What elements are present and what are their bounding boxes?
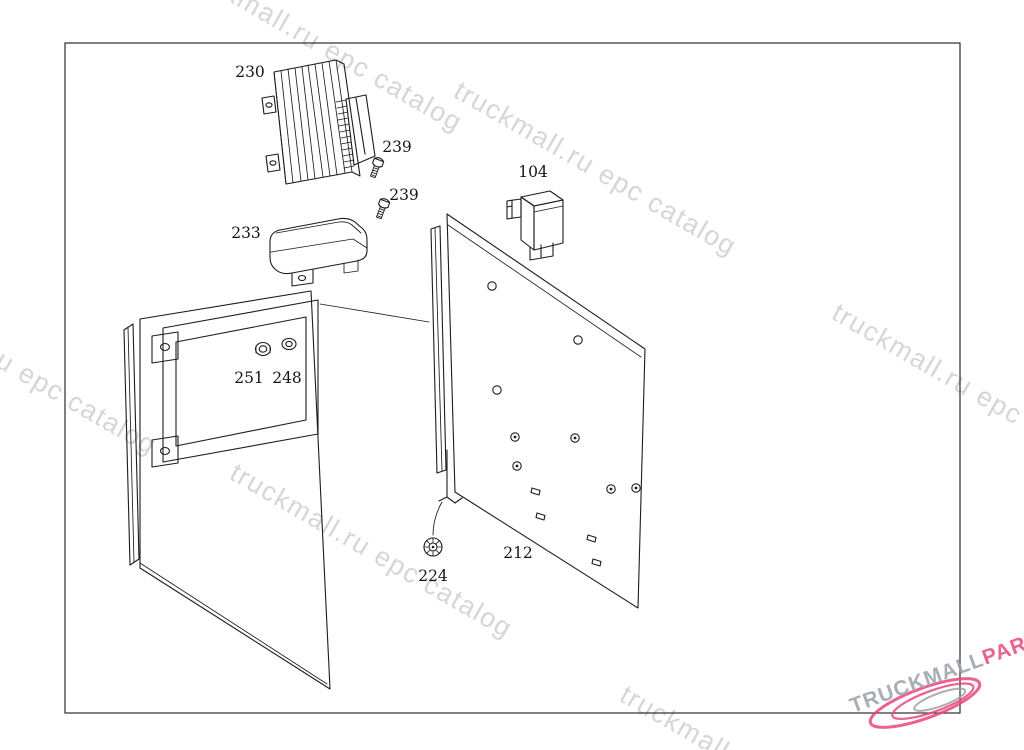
part-239-screw-lower bbox=[376, 198, 391, 220]
module-seam bbox=[270, 238, 368, 253]
alignment-leader-line bbox=[319, 303, 430, 323]
part-label-212: 212 bbox=[503, 544, 533, 562]
part-label-104: 104 bbox=[518, 163, 548, 181]
module-tab bbox=[291, 269, 314, 287]
diagram-line-art: 230 239 239 233 104 251 248 212 224 bbox=[123, 59, 646, 690]
part-label-248: 248 bbox=[272, 369, 302, 387]
mounting-holes bbox=[487, 281, 641, 494]
tab-hole bbox=[269, 160, 277, 166]
panel-outline bbox=[139, 290, 331, 690]
tab-hole bbox=[265, 102, 273, 108]
diagram-border bbox=[64, 42, 961, 714]
panel-left-rail bbox=[123, 323, 140, 566]
square-cutouts bbox=[530, 487, 602, 567]
plate-bottom-bracket bbox=[438, 449, 463, 504]
module-outline bbox=[269, 217, 368, 275]
plate-top-fold bbox=[447, 224, 642, 358]
connector-pins bbox=[335, 99, 355, 169]
part-label-224: 224 bbox=[418, 567, 448, 585]
relay-side-face bbox=[520, 196, 535, 251]
plate-rail-inner-edge bbox=[434, 227, 443, 472]
part-212-mounting-plate bbox=[430, 213, 646, 609]
module-tab-hole bbox=[297, 274, 307, 282]
connector-block bbox=[345, 94, 376, 166]
relay-side-tab bbox=[506, 198, 522, 220]
mounting-tab bbox=[261, 95, 277, 115]
part-251-nut bbox=[254, 341, 272, 357]
frame-tab-upper bbox=[151, 331, 179, 364]
module-top-edge bbox=[275, 221, 362, 234]
panel-rail-inner-edge bbox=[127, 326, 135, 563]
part-labels: 230 239 239 233 104 251 248 212 224 bbox=[231, 63, 548, 585]
mounting-tab bbox=[265, 153, 281, 173]
frame-tab-hole bbox=[159, 342, 171, 352]
part-label-230: 230 bbox=[235, 63, 265, 81]
frame-inner bbox=[175, 316, 307, 447]
part-label-239-upper: 239 bbox=[382, 138, 412, 156]
part-104-relay bbox=[506, 190, 564, 261]
plate-left-rail bbox=[430, 225, 447, 474]
control-unit-fins bbox=[273, 59, 353, 185]
grommet-knurling bbox=[423, 537, 443, 557]
grommet-wire bbox=[432, 501, 443, 536]
relay-bottom-connector bbox=[529, 242, 554, 261]
logo-swoosh-icon bbox=[868, 677, 982, 729]
part-248-grommet bbox=[281, 337, 297, 351]
part-239-screw-upper bbox=[370, 157, 385, 179]
part-label-239-lower: 239 bbox=[389, 186, 419, 204]
panel-fold-line bbox=[139, 562, 328, 685]
module-foot bbox=[343, 259, 359, 274]
part-label-251: 251 bbox=[234, 369, 264, 387]
part-224-grommet bbox=[423, 537, 443, 557]
part-230-control-unit bbox=[261, 59, 376, 185]
frame-tab-lower bbox=[151, 435, 179, 468]
left-mounting-panel bbox=[123, 290, 331, 690]
frame-tab-hole bbox=[159, 446, 171, 456]
part-233-module bbox=[269, 217, 368, 287]
relay-seam bbox=[533, 205, 564, 213]
plate-outline bbox=[446, 213, 646, 609]
part-label-233: 233 bbox=[231, 224, 261, 242]
